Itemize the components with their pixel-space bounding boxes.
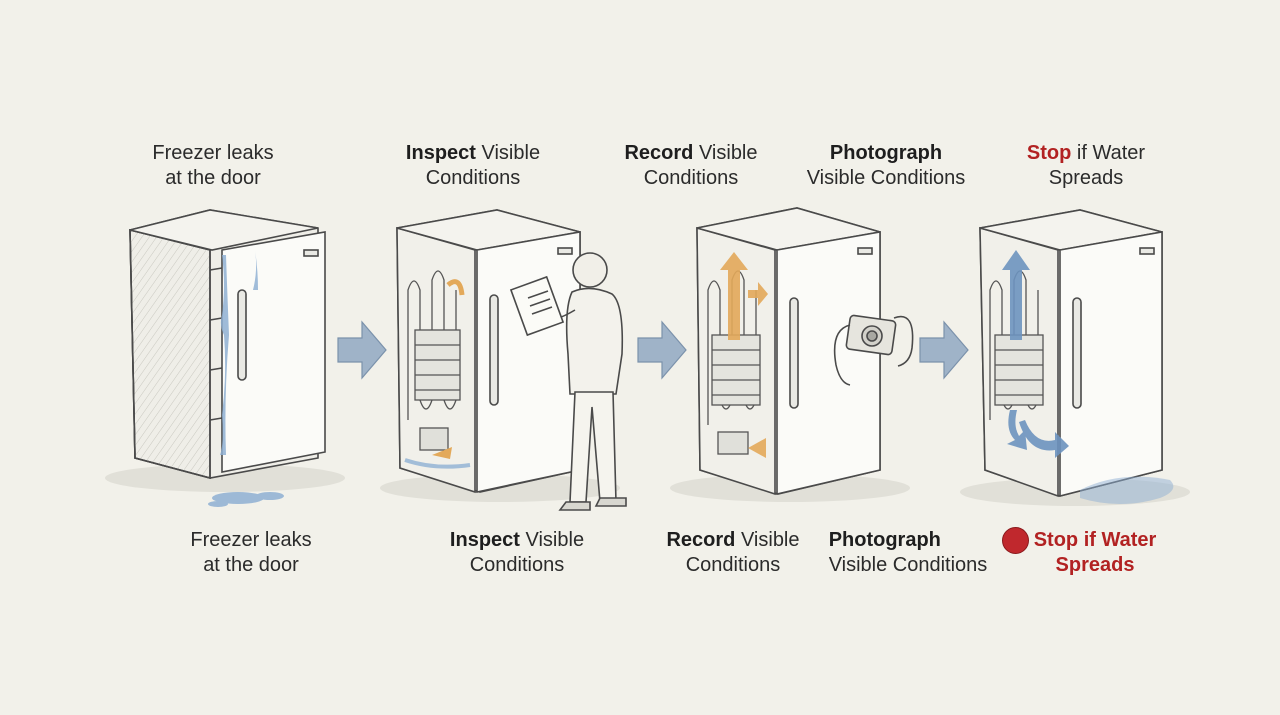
label-line: Inspect Visible (450, 528, 584, 553)
label-bold: Record (666, 529, 736, 551)
label-bold: Inspect (405, 142, 476, 164)
airflow-arrow (1002, 250, 1069, 458)
bottom-label-stop: Stop if Water Spreads (1034, 528, 1157, 578)
label-text: Visible (519, 529, 585, 551)
camera-icon (833, 314, 914, 386)
freezer-icon (129, 209, 326, 480)
freezer-icon (696, 207, 881, 496)
label-bold: Record (624, 142, 694, 164)
top-label-photograph: Photograph Visible Conditions (807, 141, 966, 191)
label-line: Photograph (807, 141, 966, 166)
label-line: Conditions (643, 167, 739, 189)
water-drips (404, 458, 471, 469)
stop-dot-icon (1002, 527, 1029, 554)
label-line: Stop if Water (1027, 141, 1145, 166)
water-drips (208, 250, 284, 507)
inspector-person-icon (509, 252, 627, 511)
label-line: Freezer leaks (152, 142, 274, 164)
airflow-arrow (432, 447, 452, 459)
label-bold: Photograph (829, 142, 943, 164)
label-line: Photograph (829, 528, 988, 553)
label-line: Freezer leaks (190, 529, 312, 551)
label-stop-word: Stop (1026, 142, 1072, 164)
top-label-freezer-leaks: Freezer leaks at the door (152, 141, 273, 191)
top-label-record: Record Visible Conditions (624, 141, 757, 191)
water-puddle (1080, 476, 1174, 504)
freezer-icon (979, 209, 1163, 498)
floor-shadow (105, 464, 345, 492)
label-line: Conditions (425, 167, 521, 189)
label-line: Inspect Visible (406, 141, 540, 166)
step-arrow-icon (637, 320, 687, 380)
label-line: at the door (203, 554, 299, 576)
label-line: at the door (165, 167, 261, 189)
airflow-arrow (720, 252, 768, 458)
label-bold: Inspect (449, 529, 520, 551)
label-line: Visible Conditions (806, 167, 966, 189)
label-line: Record Visible (624, 141, 757, 166)
label-line: Conditions (685, 554, 781, 576)
label-line: Spreads (1055, 554, 1135, 576)
freezer-icon (396, 209, 581, 494)
step-arrow-icon (337, 320, 387, 380)
label-text: Visible (693, 142, 758, 164)
label-line: Visible Conditions (828, 554, 988, 576)
label-line: Stop if Water (1033, 529, 1157, 551)
bottom-label-photograph: Photograph Visible Conditions (829, 528, 988, 578)
label-bold: Photograph (828, 529, 941, 551)
top-label-stop: Stop if Water Spreads (1027, 141, 1145, 191)
bottom-label-inspect: Inspect Visible Conditions (450, 528, 584, 578)
airflow-arrow (446, 279, 465, 296)
label-line: Record Visible (666, 528, 799, 553)
label-line: Spreads (1048, 167, 1124, 189)
label-text: if Water (1071, 142, 1146, 164)
top-label-inspect: Inspect Visible Conditions (406, 141, 540, 191)
step-arrow-icon (919, 320, 969, 380)
label-text: Visible (475, 142, 541, 164)
label-text: Visible (735, 529, 800, 551)
bottom-label-freezer-leaks: Freezer leaks at the door (190, 528, 311, 578)
label-line: Conditions (469, 554, 565, 576)
bottom-label-record: Record Visible Conditions (666, 528, 799, 578)
